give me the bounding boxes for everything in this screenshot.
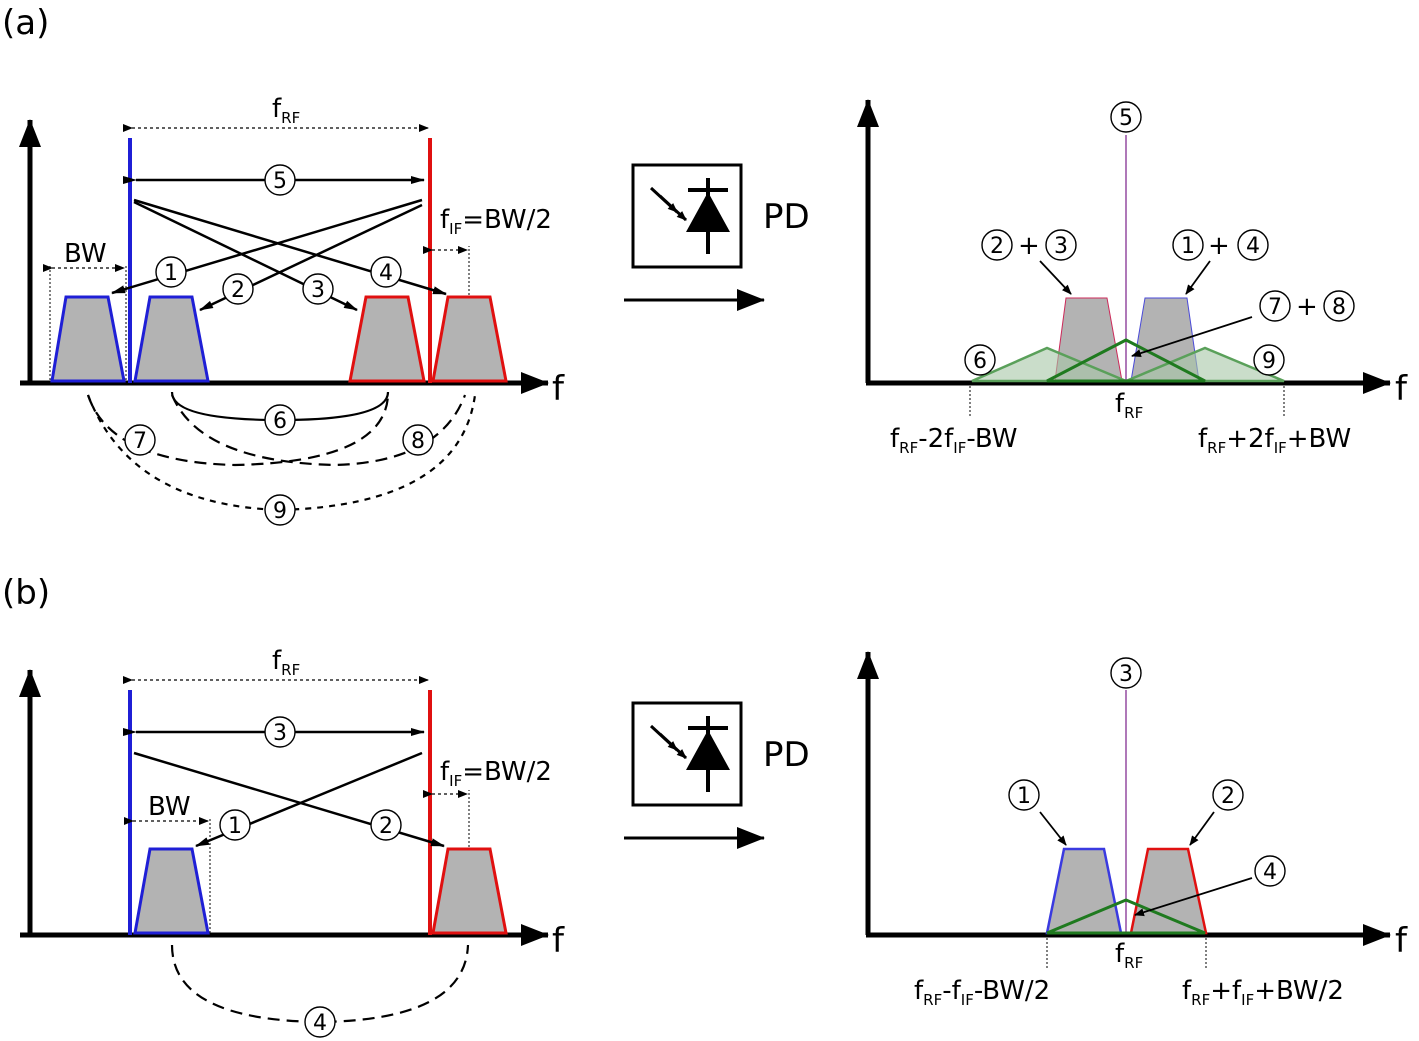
panel-a-output-frf-label: fRF (1115, 389, 1143, 422)
svg-text:3: 3 (1054, 234, 1068, 259)
panel-a-output-marker-9: 9 (1253, 344, 1285, 376)
panel-a-fif-label: fIF=BW/2 (440, 205, 552, 238)
panel-a-marker-1: 1 (155, 256, 187, 288)
panel-a-left-edge-label: fRF-2fIF-BW (890, 424, 1017, 457)
svg-text:8: 8 (1332, 295, 1346, 320)
panel-b-output-frf-label: fRF (1115, 939, 1143, 972)
panel-a-label: (a) (2, 3, 49, 43)
svg-text:+: + (1018, 231, 1040, 261)
panel-b-output-marker-2: 2 (1212, 779, 1244, 811)
svg-text:4: 4 (313, 1011, 327, 1036)
svg-text:+: + (1208, 231, 1230, 261)
svg-text:4: 4 (1246, 234, 1260, 259)
panel-a-marker-2: 2 (222, 273, 254, 305)
panel-b-right-edge-label: fRF+fIF+BW/2 (1182, 976, 1344, 1009)
panel-b-photodiode-icon (631, 701, 743, 807)
panel-b-output-marker-4: 4 (1254, 855, 1286, 887)
panel-a-right-edge-label: fRF+2fIF+BW (1198, 424, 1351, 457)
panel-b-output-axis-f: f (1395, 921, 1408, 961)
svg-text:1: 1 (1181, 234, 1195, 259)
svg-text:2: 2 (990, 234, 1004, 259)
panel-a-marker-4: 4 (370, 256, 402, 288)
svg-text:2: 2 (379, 814, 393, 839)
svg-text:2: 2 (231, 278, 245, 303)
panel-a-output-marker-1-4: 1 + 4 (1172, 229, 1269, 261)
panel-b-pd-label: PD (763, 735, 810, 775)
panel-a-output-marker-5: 5 (1110, 101, 1142, 133)
panel-a-marker-3: 3 (302, 273, 334, 305)
panel-a-output-axis-f: f (1395, 369, 1408, 409)
panel-b-marker-3: 3 (264, 716, 296, 748)
svg-text:9: 9 (273, 499, 287, 524)
panel-b-marker-1: 1 (219, 809, 251, 841)
panel-b-input-axes (19, 669, 549, 946)
panel-b-marker-4: 4 (304, 1006, 336, 1038)
panel-a-output-marker-7-8: 7 + 8 (1259, 290, 1355, 322)
panel-a-input-axes (19, 119, 549, 394)
panel-a-output-axes (857, 99, 1391, 394)
panel-b-marker-2: 2 (370, 809, 402, 841)
svg-text:3: 3 (273, 721, 287, 746)
panel-a-marker-5: 5 (264, 164, 296, 196)
svg-text:6: 6 (273, 409, 287, 434)
panel-b-left-edge-label: fRF-fIF-BW/2 (914, 976, 1050, 1009)
panel-a-output-marker-2-3: 2 + 3 (981, 229, 1077, 261)
panel-a-marker-8: 8 (402, 424, 434, 456)
panel-a-frf-label: fRF (272, 94, 300, 127)
panel-a-marker-7: 7 (124, 424, 156, 456)
panel-a-photodiode-icon (631, 163, 743, 269)
panel-b-output-triangle (1046, 898, 1206, 935)
panel-b-output-marker-3: 3 (1110, 657, 1142, 689)
panel-a-output-triangles (971, 338, 1285, 383)
svg-text:8: 8 (411, 429, 425, 454)
svg-text:1: 1 (1017, 784, 1031, 809)
svg-text:3: 3 (1119, 662, 1133, 687)
panel-a-bw-label: BW (64, 239, 107, 269)
panel-b-sidebands (133, 847, 508, 935)
panel-a-beat-arrows (111, 176, 447, 312)
panel-b-output-axes (857, 651, 1391, 946)
panel-a-axis-f: f (552, 369, 565, 409)
svg-text:4: 4 (1263, 860, 1277, 885)
svg-text:9: 9 (1262, 349, 1276, 374)
svg-text:5: 5 (273, 169, 287, 194)
panel-b-output-marker-1: 1 (1008, 779, 1040, 811)
svg-text:+: + (1296, 292, 1318, 322)
panel-b-axis-f: f (552, 921, 565, 961)
panel-a-marker-6: 6 (264, 404, 296, 436)
panel-b-bw-label: BW (148, 792, 191, 822)
svg-text:6: 6 (973, 349, 987, 374)
panel-b-output-trapezoids (1045, 847, 1208, 935)
panel-b-frf-label: fRF (272, 646, 300, 679)
panel-b-fif-label: fIF=BW/2 (440, 757, 552, 790)
panel-a-output-marker-6: 6 (964, 344, 996, 376)
svg-text:3: 3 (311, 278, 325, 303)
svg-text:4: 4 (379, 261, 393, 286)
panel-b-beat-arc (170, 944, 470, 1024)
panel-a-marker-9: 9 (264, 494, 296, 526)
panel-a-sidebands (50, 295, 508, 383)
svg-text:5: 5 (1119, 106, 1133, 131)
svg-text:7: 7 (1268, 295, 1282, 320)
panel-b-label: (b) (2, 573, 50, 613)
panel-a-pd-label: PD (763, 197, 810, 237)
svg-text:7: 7 (133, 429, 147, 454)
svg-text:2: 2 (1221, 784, 1235, 809)
svg-text:1: 1 (164, 261, 178, 286)
svg-text:1: 1 (228, 814, 242, 839)
